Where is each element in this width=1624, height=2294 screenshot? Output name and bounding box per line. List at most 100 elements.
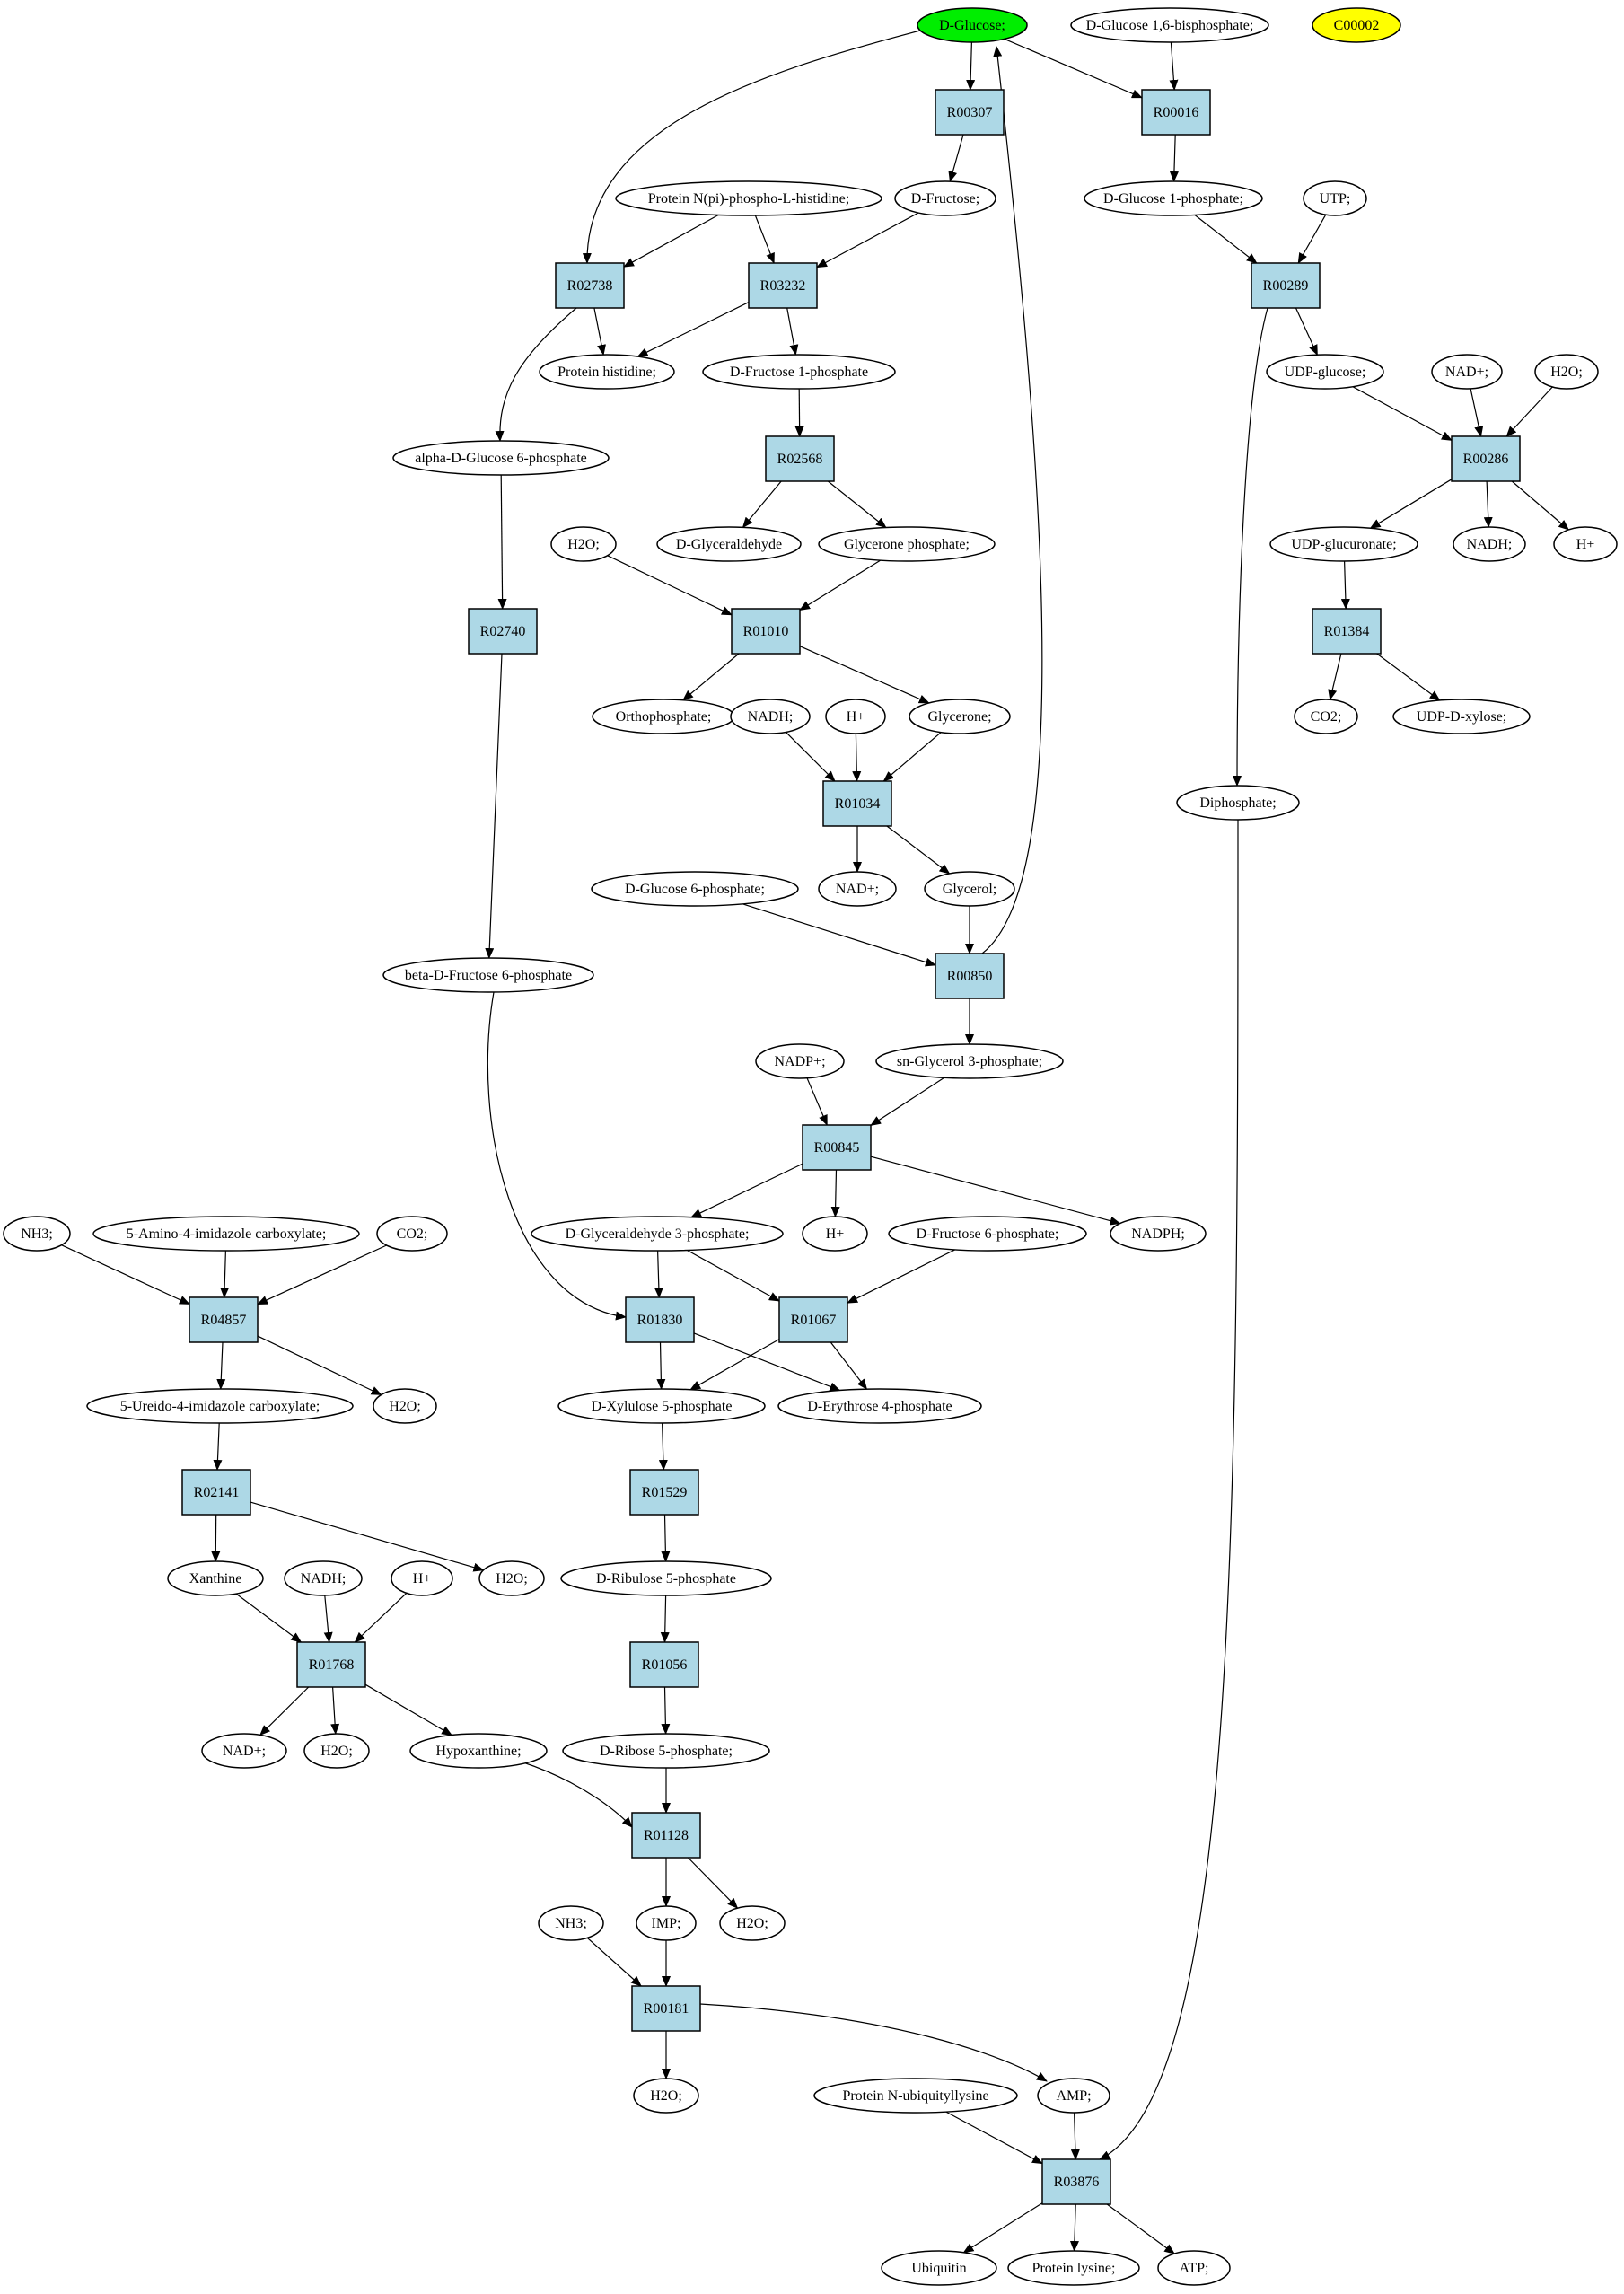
metabolite-node-rib5p[interactable]: D-Ribose 5-phosphate; <box>562 1733 770 1769</box>
metabolite-node-fru1p[interactable]: D-Fructose 1-phosphate <box>702 354 896 390</box>
metabolite-node-c00002[interactable]: C00002 <box>1312 7 1401 43</box>
metabolite-node-ubiq[interactable]: Ubiquitin <box>881 2250 997 2286</box>
metabolite-node-diphos[interactable]: Diphosphate; <box>1176 785 1300 821</box>
reaction-node-R02740[interactable]: R02740 <box>468 608 538 655</box>
metabolite-node-nh3_b[interactable]: NH3; <box>538 1905 604 1941</box>
reaction-node-R02568[interactable]: R02568 <box>765 435 835 482</box>
reaction-node-R01529[interactable]: R01529 <box>629 1469 699 1516</box>
reaction-node-R01128[interactable]: R01128 <box>631 1812 701 1859</box>
metabolite-node-ribu5p[interactable]: D-Ribulose 5-phosphate <box>560 1560 772 1596</box>
metabolite-node-udpgca[interactable]: UDP-glucuronate; <box>1269 526 1418 562</box>
metabolite-node-glc1p[interactable]: D-Glucose 1-phosphate; <box>1084 180 1263 216</box>
metabolite-node-glycerol[interactable]: Glycerol; <box>924 871 1015 907</box>
metabolite-ellipse <box>538 1905 604 1941</box>
reaction-node-R00845[interactable]: R00845 <box>802 1124 872 1171</box>
metabolite-node-glycp[interactable]: Glycerone phosphate; <box>818 526 996 562</box>
metabolite-node-hplus_a[interactable]: H+ <box>1553 526 1618 562</box>
metabolite-node-utp[interactable]: UTP; <box>1303 180 1367 216</box>
metabolite-node-hplus_b[interactable]: H+ <box>825 699 886 734</box>
metabolite-node-nadp[interactable]: NADP+; <box>755 1043 845 1079</box>
reaction-node-R00850[interactable]: R00850 <box>935 953 1005 999</box>
metabolite-node-glyald[interactable]: D-Glyceraldehyde <box>656 526 802 562</box>
edge <box>742 903 936 967</box>
edge-R03876-to-m_protlys <box>1069 2203 1079 2252</box>
metabolite-node-h2o_f[interactable]: H2O; <box>633 2078 699 2114</box>
edge-R02740-to-m_bfru6p <box>485 653 503 959</box>
reaction-node-R00016[interactable]: R00016 <box>1141 89 1211 136</box>
reaction-node-R00289[interactable]: R00289 <box>1251 262 1321 309</box>
metabolite-node-co2_b[interactable]: CO2; <box>376 1216 448 1252</box>
metabolite-node-ortho[interactable]: Orthophosphate; <box>592 699 735 734</box>
metabolite-node-bfru6p[interactable]: beta-D-Fructose 6-phosphate <box>382 957 594 993</box>
metabolite-ellipse <box>818 871 897 907</box>
reaction-node-R01010[interactable]: R01010 <box>731 608 801 655</box>
metabolite-node-ery4p[interactable]: D-Erythrose 4-phosphate <box>777 1388 982 1424</box>
metabolite-node-nadp_top[interactable]: NAD+; <box>1431 354 1503 390</box>
reaction-node-R03232[interactable]: R03232 <box>748 262 818 309</box>
reaction-node-R04857[interactable]: R04857 <box>189 1296 259 1343</box>
metabolite-node-aglc6p[interactable]: alpha-D-Glucose 6-phosphate <box>392 440 610 476</box>
metabolite-label: H+ <box>826 1226 845 1242</box>
metabolite-node-aica[interactable]: 5-Amino-4-imidazole carboxylate; <box>92 1216 360 1252</box>
metabolite-node-udpxyl[interactable]: UDP-D-xylose; <box>1392 699 1531 734</box>
reaction-node-R00286[interactable]: R00286 <box>1451 435 1521 482</box>
metabolite-node-protnhis[interactable]: Protein N(pi)-phospho-L-histidine; <box>615 180 882 216</box>
metabolite-node-h2o_d[interactable]: H2O; <box>303 1733 370 1769</box>
metabolite-node-sngly3p[interactable]: sn-Glycerol 3-phosphate; <box>875 1043 1064 1079</box>
metabolite-node-protlys[interactable]: Protein lysine; <box>1007 2250 1140 2286</box>
metabolite-node-atp[interactable]: ATP; <box>1157 2250 1231 2286</box>
metabolite-node-h2o_c[interactable]: H2O; <box>478 1560 545 1596</box>
edge <box>1070 2112 1080 2160</box>
metabolite-node-glycerone[interactable]: Glycerone; <box>909 699 1011 734</box>
metabolite-node-uica[interactable]: 5-Ureido-4-imidazole carboxylate; <box>86 1388 354 1424</box>
metabolite-node-nadh_a[interactable]: NADH; <box>1453 526 1526 562</box>
edge-R03232-to-m_fru1p <box>786 307 799 356</box>
metabolite-node-amp[interactable]: AMP; <box>1037 2078 1110 2114</box>
metabolite-node-fru6p[interactable]: D-Fructose 6-phosphate; <box>888 1216 1087 1252</box>
metabolite-node-h2o_e[interactable]: H2O; <box>719 1905 786 1941</box>
metabolite-node-xyl5p[interactable]: D-Xylulose 5-phosphate <box>557 1388 766 1424</box>
metabolite-node-h2o_top[interactable]: H2O; <box>1534 354 1599 390</box>
metabolite-node-imp[interactable]: IMP; <box>636 1905 697 1941</box>
metabolite-node-udpglc[interactable]: UDP-glucose; <box>1266 354 1384 390</box>
metabolite-node-glucose[interactable]: D-Glucose; <box>917 7 1028 43</box>
metabolite-label: H+ <box>847 709 865 725</box>
metabolite-node-hplus_c[interactable]: H+ <box>802 1216 868 1252</box>
metabolite-node-glc16bp[interactable]: D-Glucose 1,6-bisphosphate; <box>1070 7 1269 43</box>
metabolite-node-hypox[interactable]: Hypoxanthine; <box>409 1733 548 1769</box>
reaction-node-R00181[interactable]: R00181 <box>631 1985 701 2032</box>
reaction-node-R02141[interactable]: R02141 <box>181 1469 251 1516</box>
metabolite-node-protub[interactable]: Protein N-ubiquityllysine <box>813 2078 1018 2114</box>
metabolite-node-ga3p[interactable]: D-Glyceraldehyde 3-phosphate; <box>531 1216 784 1252</box>
metabolite-ellipse <box>1037 2078 1110 2114</box>
metabolite-node-nad_b[interactable]: NAD+; <box>818 871 897 907</box>
metabolite-node-xanthine[interactable]: Xanthine <box>167 1560 264 1596</box>
metabolite-node-hplus_d[interactable]: H+ <box>391 1560 453 1596</box>
metabolite-node-nadph[interactable]: NADPH; <box>1110 1216 1207 1252</box>
metabolite-node-h2o_a[interactable]: H2O; <box>550 526 617 562</box>
reaction-node-R01830[interactable]: R01830 <box>625 1296 695 1343</box>
metabolite-node-nadh_c[interactable]: NADH; <box>284 1560 363 1596</box>
reaction-node-R01768[interactable]: R01768 <box>296 1641 366 1688</box>
reaction-node-R01384[interactable]: R01384 <box>1312 608 1382 655</box>
metabolite-node-h2o_b[interactable]: H2O; <box>373 1388 437 1424</box>
metabolite-node-glc6p[interactable]: D-Glucose 6-phosphate; <box>591 871 799 907</box>
edge-R03232-to-m_prothis <box>636 302 750 357</box>
reaction-node-R01034[interactable]: R01034 <box>822 780 892 827</box>
edge-R01056-to-m_rib5p <box>661 1686 671 1735</box>
reaction-node-R01067[interactable]: R01067 <box>778 1296 848 1343</box>
metabolite-node-nh3_a[interactable]: NH3; <box>3 1216 71 1252</box>
metabolite-node-nad_c[interactable]: NAD+; <box>201 1733 287 1769</box>
metabolite-node-fructose[interactable]: D-Fructose; <box>894 180 996 216</box>
metabolite-node-co2_a[interactable]: CO2; <box>1294 699 1358 734</box>
reaction-node-R01056[interactable]: R01056 <box>629 1641 699 1688</box>
reaction-node-R00307[interactable]: R00307 <box>935 89 1005 136</box>
metabolite-node-prothis[interactable]: Protein histidine; <box>539 354 675 390</box>
reaction-node-R03876[interactable]: R03876 <box>1041 2158 1111 2205</box>
metabolite-node-nadh_b[interactable]: NADH; <box>730 699 811 734</box>
edge <box>847 1249 955 1304</box>
metabolite-ellipse <box>633 2078 699 2114</box>
reaction-node-R02738[interactable]: R02738 <box>555 262 625 309</box>
reaction-box <box>935 89 1005 136</box>
metabolite-ellipse <box>591 871 799 907</box>
